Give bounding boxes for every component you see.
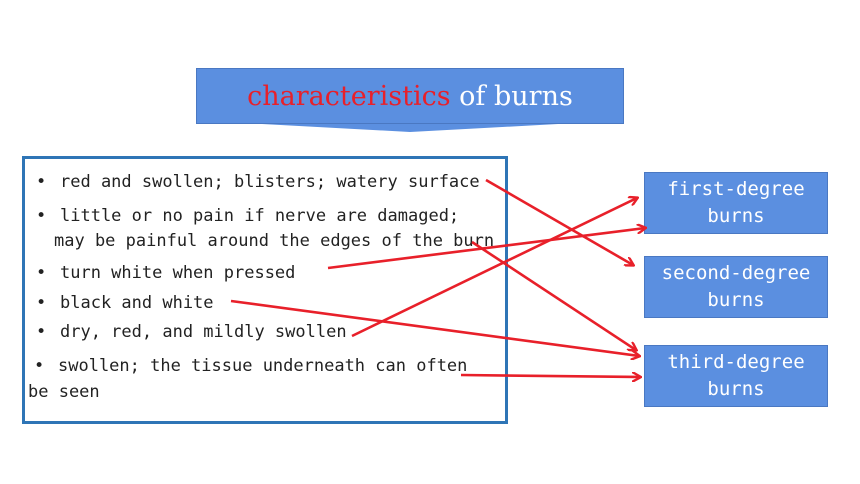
characteristic-text: turn white when pressed [60,263,296,283]
title-rest: of burns [450,80,573,112]
burn-type-label: first-degree burns [667,178,805,227]
characteristic-item: • black and white [36,291,214,315]
title-banner: characteristics of burns [196,68,624,124]
characteristic-text: dry, red, and mildly swollen [60,322,347,342]
characteristic-text: swollen; the tissue underneath can often [58,356,468,376]
characteristic-text: be seen [28,382,100,402]
characteristic-item: • turn white when pressed [36,261,295,285]
title-highlight: characteristics [247,80,451,112]
characteristic-text: may be painful around the edges of the b… [54,231,495,251]
bullet: • [36,263,47,283]
characteristic-item: may be painful around the edges of the b… [54,229,494,253]
second-degree-box: second-degree burns [644,256,828,318]
third-degree-box: third-degree burns [644,345,828,407]
bullet: • [36,293,47,313]
characteristic-item: be seen [28,380,100,404]
arrow-watery-to-second [485,178,633,265]
bullet: • [36,206,47,226]
bullet: • [36,172,47,192]
burn-type-label: second-degree burns [661,262,811,311]
title-pointer [262,124,558,132]
first-degree-box: first-degree burns [644,172,828,234]
characteristic-text: little or no pain if nerve are damaged; [60,206,460,226]
burn-type-label: third-degree burns [667,351,805,400]
characteristic-text: red and swollen; blisters; watery surfac… [60,172,480,192]
characteristic-item: • swollen; the tissue underneath can ofte… [34,354,467,378]
bullet: • [34,356,45,376]
bullet: • [36,322,47,342]
characteristic-item: • dry, red, and mildly swollen [36,320,347,344]
characteristic-item: • little or no pain if nerve are damaged; [36,204,459,228]
characteristic-text: black and white [60,293,214,313]
characteristic-item: • red and swollen; blisters; watery surfa… [36,170,480,194]
